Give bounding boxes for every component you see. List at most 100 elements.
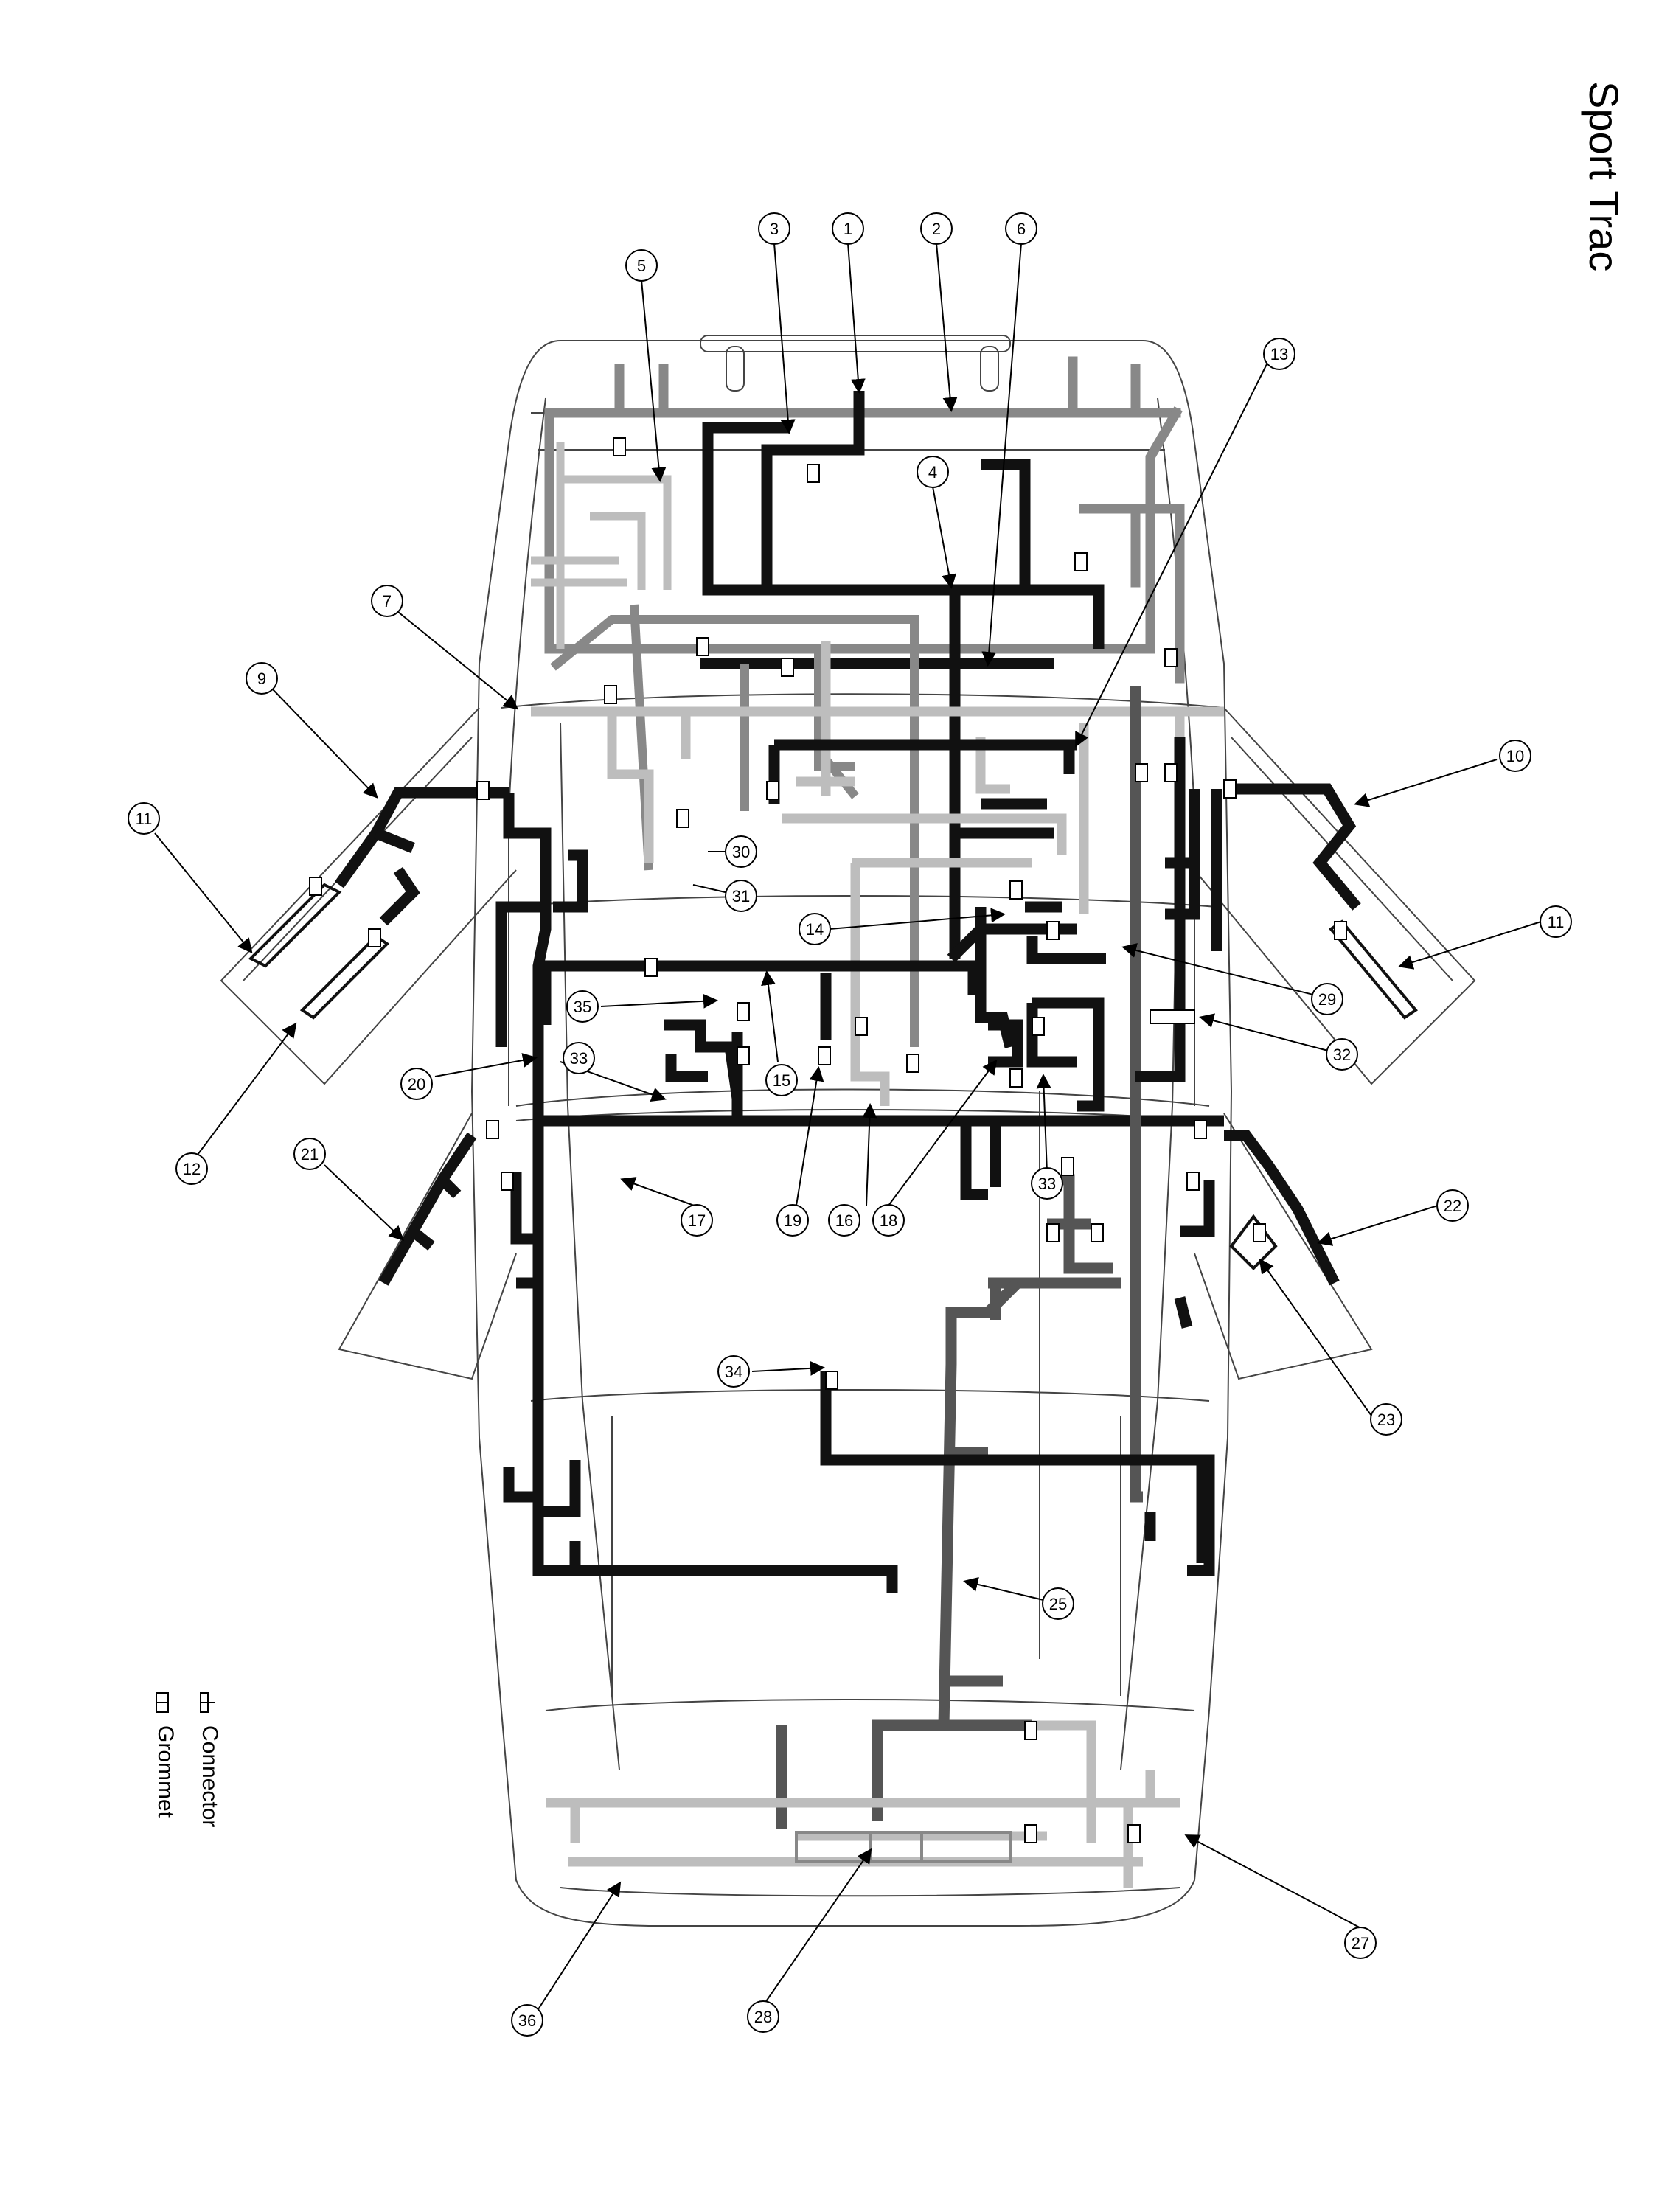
- callout-7: 7: [371, 585, 403, 617]
- callout-15: 15: [765, 1064, 798, 1096]
- callout-19: 19: [776, 1204, 809, 1237]
- callout-markers: 1 2 3 4 5 6 7 9 10 11 11 12 13 14 15 16 …: [128, 212, 1572, 2037]
- svg-text:22: 22: [1444, 1197, 1461, 1215]
- svg-text:17: 17: [688, 1211, 706, 1230]
- connector-symbol: [613, 437, 626, 456]
- svg-text:29: 29: [1318, 990, 1336, 1009]
- svg-text:27: 27: [1352, 1934, 1369, 1952]
- svg-text:11: 11: [1548, 913, 1565, 931]
- svg-text:20: 20: [408, 1075, 425, 1093]
- connector-symbol: [1009, 1068, 1023, 1088]
- callout-28: 28: [747, 2000, 779, 2033]
- svg-text:6: 6: [1017, 220, 1026, 238]
- connector-symbol: [368, 928, 381, 947]
- callout-21: 21: [293, 1138, 326, 1170]
- connector-symbol: [1164, 648, 1178, 667]
- svg-text:15: 15: [773, 1071, 790, 1090]
- right-front-door-outline: [1194, 707, 1476, 1085]
- harness-5-engine: [531, 442, 672, 649]
- connector-symbol: [781, 658, 794, 677]
- right-rear-door-outline: [1194, 1113, 1373, 1380]
- connector-symbol: [766, 781, 779, 800]
- connector-symbol: [855, 1017, 868, 1036]
- svg-text:21: 21: [301, 1145, 319, 1164]
- connector-symbol: [1334, 921, 1347, 940]
- left-rear-door-outline: [338, 1113, 517, 1380]
- svg-text:25: 25: [1049, 1595, 1067, 1613]
- svg-text:1: 1: [844, 220, 852, 238]
- svg-text:33: 33: [570, 1049, 588, 1068]
- svg-text:32: 32: [1333, 1046, 1351, 1064]
- callout-32: 32: [1326, 1038, 1358, 1071]
- callout-29: 29: [1311, 983, 1343, 1015]
- svg-text:31: 31: [732, 887, 750, 905]
- harness-21-left-rear-door: [378, 1132, 538, 1289]
- callout-4: 4: [917, 456, 949, 488]
- connector-symbol: [1061, 1157, 1074, 1176]
- harness-7-dash: [531, 641, 1224, 1106]
- svg-text:33: 33: [1038, 1175, 1056, 1193]
- callout-23: 23: [1370, 1403, 1402, 1436]
- callout-17: 17: [681, 1204, 713, 1237]
- callout-1: 1: [832, 212, 864, 245]
- connector-symbol: [818, 1046, 831, 1065]
- connector-symbol: [1127, 1824, 1141, 1843]
- callout-22: 22: [1436, 1189, 1469, 1222]
- connector-symbol: [501, 1172, 514, 1191]
- connector-symbol: [737, 1046, 750, 1065]
- connector-symbol: [825, 1371, 838, 1390]
- left-front-door-outline: [220, 707, 517, 1085]
- connector-symbol: [1024, 1824, 1037, 1843]
- connector-symbol: [906, 1054, 919, 1073]
- connector-symbol: [1032, 1017, 1045, 1036]
- legend: Connector Grommet: [153, 1692, 222, 1827]
- svg-text:36: 36: [518, 2011, 536, 2030]
- svg-text:28: 28: [754, 2008, 772, 2026]
- harness-9-left-door: [334, 787, 509, 926]
- connector-symbol: [604, 685, 617, 704]
- harness-3-engine: [702, 391, 1105, 649]
- svg-text:4: 4: [928, 463, 937, 481]
- callout-2: 2: [920, 212, 953, 245]
- svg-text:13: 13: [1270, 345, 1288, 364]
- callout-33-left: 33: [563, 1042, 595, 1074]
- connector-symbol: [309, 877, 322, 896]
- connector-symbol: [1194, 1120, 1207, 1139]
- harness-34-rear: [820, 1371, 1208, 1563]
- connector-symbol: [476, 781, 490, 800]
- harness-11-left-door-arm: [248, 883, 390, 1020]
- callout-11-left: 11: [128, 802, 160, 835]
- connector-symbols: [309, 437, 1347, 1843]
- legend-grommet-label: Grommet: [153, 1725, 178, 1818]
- callout-31: 31: [725, 880, 757, 912]
- callout-18: 18: [872, 1204, 905, 1237]
- callout-16: 16: [828, 1204, 860, 1237]
- callout-14: 14: [799, 913, 831, 945]
- callout-36: 36: [511, 2004, 543, 2037]
- svg-text:30: 30: [732, 843, 750, 861]
- svg-text:35: 35: [574, 998, 591, 1016]
- callout-12: 12: [175, 1152, 208, 1185]
- svg-text:19: 19: [784, 1211, 801, 1230]
- legend-grommet-symbol: [156, 1692, 169, 1713]
- callout-9: 9: [246, 662, 278, 695]
- legend-connector-label: Connector: [198, 1725, 222, 1827]
- callout-13: 13: [1263, 338, 1295, 370]
- callout-33-right: 33: [1031, 1167, 1063, 1200]
- connector-symbol: [737, 1002, 750, 1021]
- harness-22-right-rear-door: [1135, 737, 1340, 1576]
- svg-text:5: 5: [637, 257, 646, 275]
- callout-10: 10: [1499, 740, 1531, 772]
- connector-symbol: [676, 809, 689, 828]
- harness-20-left-body: [495, 793, 1224, 1593]
- connector-symbol: [1009, 880, 1023, 900]
- connector-symbol: [1091, 1223, 1104, 1242]
- callout-6: 6: [1005, 212, 1037, 245]
- callout-35: 35: [566, 990, 599, 1023]
- diagram-title: Sport Trac: [1581, 81, 1627, 271]
- svg-text:14: 14: [806, 920, 824, 939]
- legend-connector-symbol: [200, 1692, 215, 1713]
- connector-symbol: [1135, 763, 1148, 782]
- svg-text:9: 9: [257, 669, 266, 688]
